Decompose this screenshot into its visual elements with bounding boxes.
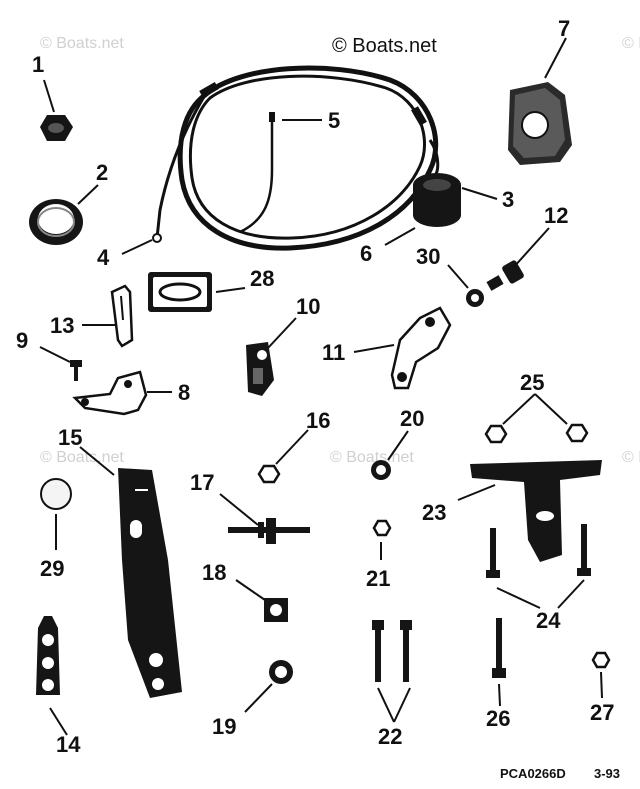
callout-29: 29 xyxy=(40,556,64,581)
figure-date: 3-93 xyxy=(594,766,620,781)
part-lock-washer xyxy=(466,289,484,307)
callout-13: 13 xyxy=(50,313,74,338)
callout-9: 9 xyxy=(16,328,28,353)
part-bracket-clip xyxy=(110,284,134,348)
callout-30: 30 xyxy=(416,244,440,269)
figure-code: PCA0266D xyxy=(500,766,566,781)
part-screw-small xyxy=(70,360,82,381)
watermark-mid-right: © Boats.net xyxy=(622,449,640,466)
callout-27: 27 xyxy=(590,700,614,725)
part-nut-27 xyxy=(591,651,611,669)
callout-18: 18 xyxy=(202,560,226,585)
part-knob xyxy=(486,260,524,291)
part-connector-plug xyxy=(413,173,461,227)
callout-17: 17 xyxy=(190,470,214,495)
callout-28: 28 xyxy=(250,266,274,291)
watermark-mid-center: © Boats.net xyxy=(330,449,414,466)
part-square-nut xyxy=(264,598,288,622)
part-bracket-plate xyxy=(470,460,602,562)
part-ring xyxy=(29,199,83,245)
callout-8: 8 xyxy=(178,380,190,405)
callout-21: 21 xyxy=(366,566,390,591)
part-washer-20 xyxy=(371,460,391,480)
callout-10: 10 xyxy=(296,294,320,319)
callout-5: 5 xyxy=(328,108,340,133)
leader-lines xyxy=(39,37,603,736)
part-hole-plate xyxy=(36,616,60,695)
callout-4: 4 xyxy=(97,245,110,270)
callout-labels: 1 2 3 4 5 6 7 8 9 10 11 12 13 14 15 16 1… xyxy=(16,16,614,757)
callout-1: 1 xyxy=(32,52,44,77)
part-nut-pair xyxy=(484,423,589,444)
callout-14: 14 xyxy=(56,732,81,757)
callout-12: 12 xyxy=(544,203,568,228)
part-clamp xyxy=(246,342,274,396)
part-bracket-lever xyxy=(390,306,452,390)
callout-25: 25 xyxy=(520,370,544,395)
callout-11: 11 xyxy=(322,340,345,365)
callout-6: 6 xyxy=(360,241,372,266)
part-hex-nut xyxy=(40,115,73,141)
part-washer-19 xyxy=(269,660,293,684)
part-wire-terminal xyxy=(152,233,162,243)
part-arm xyxy=(118,468,182,698)
part-bolt-pair-24 xyxy=(486,524,591,578)
part-bracket-8 xyxy=(72,370,148,416)
watermark-top-left: © Boats.net xyxy=(40,35,124,52)
part-disc xyxy=(40,478,72,510)
callout-22: 22 xyxy=(378,724,402,749)
part-nut-21 xyxy=(372,519,392,537)
part-bolt-pair xyxy=(372,620,412,682)
part-shaft xyxy=(228,518,310,544)
part-gasket xyxy=(148,272,212,312)
callout-23: 23 xyxy=(422,500,446,525)
watermark-mid-left: © Boats.net xyxy=(40,449,124,466)
copyright-text: © Boats.net xyxy=(332,35,437,57)
callout-3: 3 xyxy=(502,187,514,212)
callout-26: 26 xyxy=(486,706,510,731)
callout-24: 24 xyxy=(536,608,561,633)
part-bolt-26 xyxy=(492,618,506,678)
callout-20: 20 xyxy=(400,406,424,431)
callout-16: 16 xyxy=(306,408,330,433)
callout-19: 19 xyxy=(212,714,236,739)
callout-7: 7 xyxy=(558,16,570,41)
part-nut-16 xyxy=(257,464,281,484)
callout-2: 2 xyxy=(96,160,108,185)
watermark-top-right: © Boats.net xyxy=(622,35,640,52)
callout-15: 15 xyxy=(58,425,82,450)
part-mounting-plate xyxy=(508,82,572,165)
part-cable-harness xyxy=(155,65,440,251)
